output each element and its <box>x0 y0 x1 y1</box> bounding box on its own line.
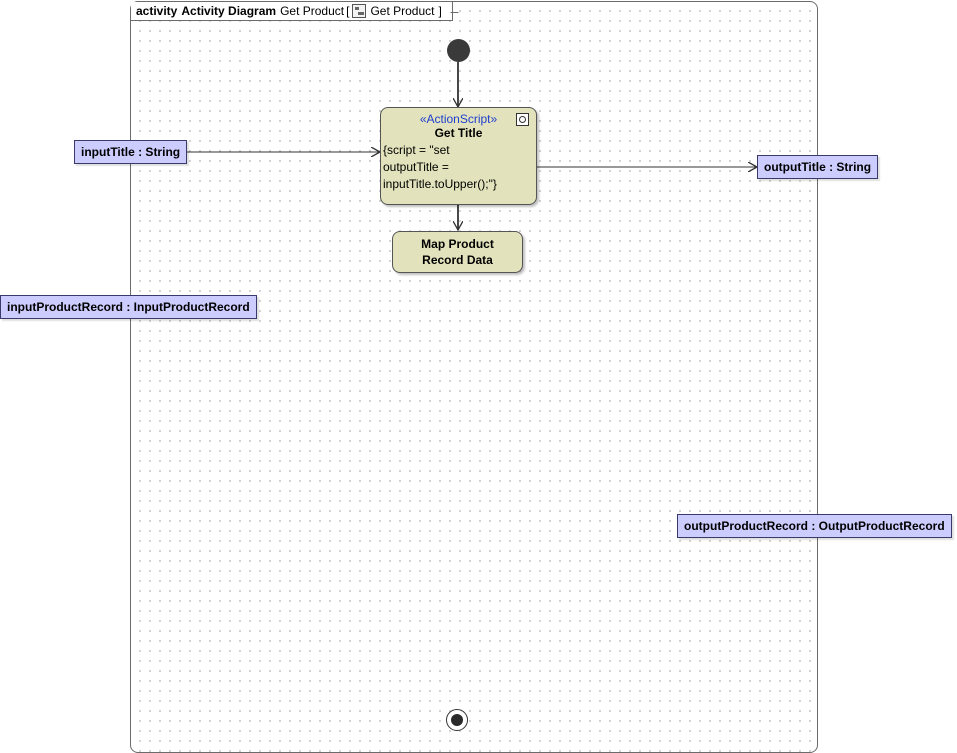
script-body: {script = "set outputTitle = inputTitle.… <box>381 142 536 193</box>
frame-bracket-close: ] <box>438 4 442 18</box>
action-get-title[interactable]: «ActionScript» Get Title {script = "set … <box>380 107 537 205</box>
activity-final-node[interactable] <box>446 709 468 731</box>
action-name-line: Record Data <box>422 253 493 267</box>
activity-diagram-icon <box>352 4 367 18</box>
action-script-icon <box>516 113 529 126</box>
script-line: outputTitle = <box>383 160 449 174</box>
frame-inner-name: Get Product <box>370 4 435 18</box>
frame-kind-label: activity <box>136 4 178 18</box>
parameter-input-product-record[interactable]: inputProductRecord : InputProductRecord <box>0 295 257 319</box>
script-line: inputTitle.toUpper();"} <box>383 177 497 191</box>
parameter-output-title[interactable]: outputTitle : String <box>757 155 879 179</box>
stereotype-label: «ActionScript» <box>419 112 498 126</box>
script-line: {script = "set <box>383 143 450 157</box>
parameter-input-title[interactable]: inputTitle : String <box>74 140 188 164</box>
frame-header: activity Activity Diagram Get Product [ … <box>131 2 453 21</box>
frame-bracket-open: [ <box>346 4 350 18</box>
frame-type-label: Activity Diagram <box>181 4 277 18</box>
frame-name: Get Product <box>280 4 345 18</box>
initial-node[interactable] <box>447 39 470 62</box>
action-name-line: Map Product <box>421 237 494 251</box>
action-name: Get Title <box>434 126 483 140</box>
parameter-output-product-record[interactable]: outputProductRecord : OutputProductRecor… <box>677 514 952 538</box>
action-map-product-record-data[interactable]: Map Product Record Data <box>392 231 523 273</box>
